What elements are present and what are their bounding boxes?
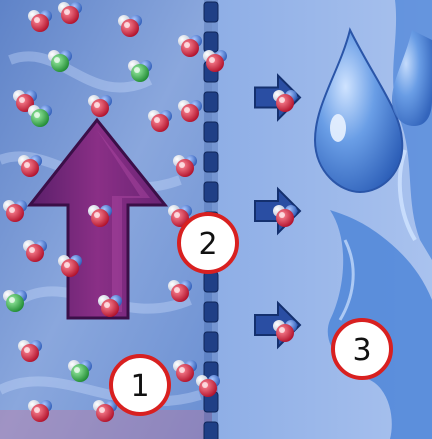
membrane-segment <box>204 92 218 112</box>
badge-2-label: 2 <box>198 227 217 262</box>
membrane-segment <box>204 32 218 52</box>
membrane-segment <box>204 2 218 22</box>
badge-1: 1 <box>111 356 169 414</box>
membrane-segment <box>204 182 218 202</box>
badge-1-label: 1 <box>130 369 149 404</box>
badge-3: 3 <box>333 320 391 378</box>
droplet-shine <box>330 114 346 142</box>
badge-3-label: 3 <box>352 333 371 368</box>
membrane-segment <box>204 272 218 292</box>
badge-2: 2 <box>179 214 237 272</box>
membrane-segment <box>204 332 218 352</box>
membrane-segment <box>204 122 218 142</box>
membrane-segment <box>204 422 218 439</box>
membrane-segment <box>204 152 218 172</box>
membrane-segment <box>204 302 218 322</box>
